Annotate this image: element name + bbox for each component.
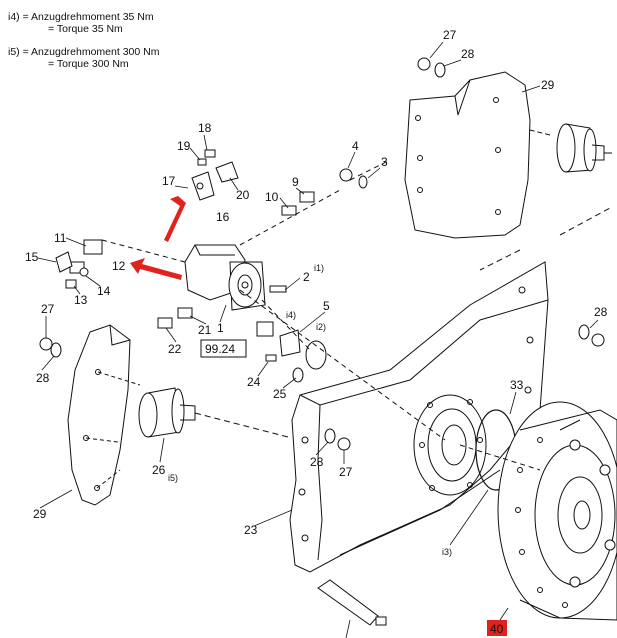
- label-part-28-left: 28: [36, 371, 50, 385]
- label-part-22: 22: [168, 342, 182, 356]
- hub-gearbox: [497, 401, 617, 621]
- label-part-14: 14: [97, 284, 111, 298]
- fittings: [39, 57, 605, 626]
- mounting-plate-left: [67, 324, 141, 506]
- label-part-15: 15: [25, 250, 39, 264]
- label-part-33: 33: [510, 378, 524, 392]
- rubber-mount-right: [529, 123, 612, 173]
- reference-number: 99.24: [205, 342, 235, 356]
- label-part-27-left: 27: [41, 302, 55, 316]
- label-info-i2: i2): [316, 322, 326, 332]
- rubber-mount-left: [138, 387, 293, 439]
- valve-block: [191, 161, 239, 201]
- label-part-40: 40: [490, 622, 504, 636]
- label-part-24: 24: [247, 375, 261, 389]
- label-part-2: 2: [303, 270, 310, 284]
- label-part-25: 25: [273, 387, 287, 401]
- label-part-10: 10: [265, 190, 279, 204]
- label-part-29-top: 29: [541, 78, 555, 92]
- reference-box: [200, 339, 247, 358]
- note-i4-line2: = Torque 35 Nm: [48, 23, 123, 35]
- note-i5-line2: = Torque 300 Nm: [48, 58, 129, 70]
- leader-lines: [37, 41, 599, 638]
- label-part-19: 19: [177, 139, 191, 153]
- label-part-4: 4: [352, 139, 359, 153]
- label-info-i3: i3): [442, 547, 452, 557]
- mounting-plate-right: [404, 71, 531, 239]
- highlight-box-40: [487, 620, 507, 636]
- highlight-arrows: [130, 196, 186, 280]
- label-part-21: 21: [198, 323, 212, 337]
- label-part-1: 1: [217, 321, 224, 335]
- label-part-9: 9: [292, 175, 299, 189]
- main-frame: [289, 261, 549, 573]
- label-part-28-right: 28: [594, 305, 608, 319]
- label-part-28-top: 28: [461, 47, 475, 61]
- label-info-i5: i5): [168, 473, 178, 483]
- leader-dash: [559, 207, 611, 236]
- label-part-28-mid: 28: [310, 455, 324, 469]
- label-part-12: 12: [112, 259, 126, 273]
- label-part-23: 23: [244, 523, 258, 537]
- label-info-i4: i4): [286, 310, 296, 320]
- label-part-18: 18: [198, 121, 212, 135]
- label-part-13: 13: [74, 293, 88, 307]
- leader-dash: [479, 249, 521, 271]
- label-part-27-top: 27: [443, 28, 457, 42]
- label-info-i1: i1): [314, 263, 324, 273]
- label-part-5: 5: [323, 299, 330, 313]
- highlight-arrow-12: [130, 258, 182, 280]
- note-i4-line1: i4) = Anzugdrehmoment 35 Nm: [8, 11, 154, 23]
- label-part-27-mid: 27: [339, 465, 353, 479]
- label-part-20: 20: [236, 188, 250, 202]
- label-part-3: 3: [381, 155, 388, 169]
- assembly-lines: [101, 159, 541, 471]
- label-part-17: 17: [162, 174, 176, 188]
- label-part-11: 11: [54, 231, 67, 245]
- label-part-26: 26: [152, 463, 166, 477]
- note-i5-line1: i5) = Anzugdrehmoment 300 Nm: [8, 46, 160, 58]
- label-part-29-bottom: 29: [33, 507, 47, 521]
- hydraulic-motor: [184, 244, 266, 311]
- label-part-16: 16: [216, 210, 230, 224]
- highlight-arrow-16: [164, 196, 186, 242]
